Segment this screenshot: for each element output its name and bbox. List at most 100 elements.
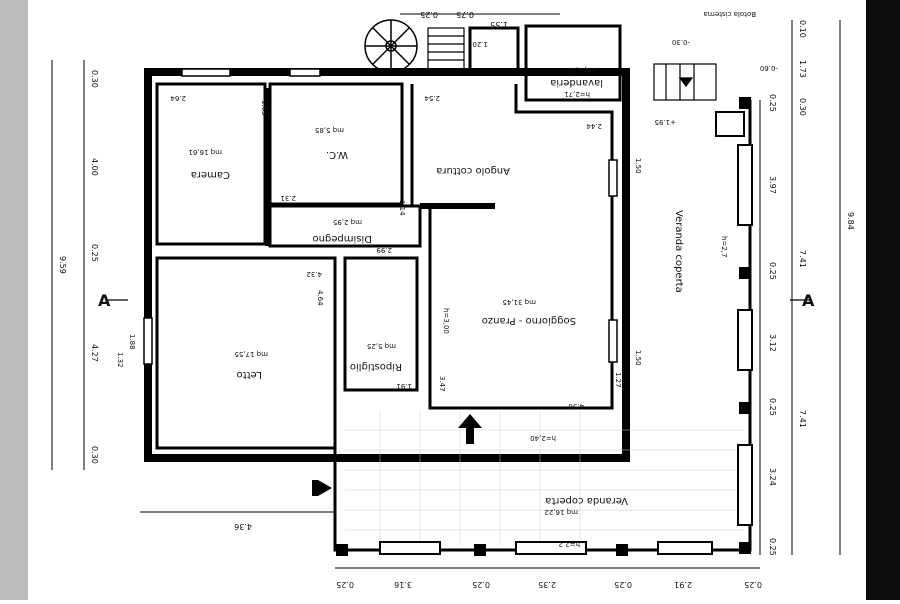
dim-right-top-2: 0.30 <box>798 98 807 116</box>
dim-right-1: 3.97 <box>768 176 777 194</box>
dim-bottom-6: 0.25 <box>744 580 762 589</box>
dim-bottom-5: 2.91 <box>674 580 692 589</box>
room-labels: Camera mq 16,61 2.64 W.C. mq 5,85 1.65 A… <box>170 66 684 516</box>
dim-level-0: -0.30 <box>672 38 690 46</box>
dim-right-6: 0.25 <box>768 538 777 556</box>
room-camera-area: mq 16,61 <box>188 148 222 156</box>
dim-bottom-0: 0.25 <box>336 580 354 589</box>
dim-top-2: 1.55 <box>490 20 508 29</box>
h-bottom-label: h=2,2 <box>559 540 580 548</box>
room-ripostiglio-dim-b: 1.91 <box>396 382 412 390</box>
dim-level-2: +1.95 <box>655 118 676 126</box>
room-disimpegno-dim-a: 2.31 <box>280 194 296 202</box>
room-letto-name: Letto <box>236 369 262 380</box>
veranda-grid <box>345 412 745 545</box>
dim-right-total-0: 7.41 <box>798 250 807 268</box>
room-camera-name: Camera <box>191 169 230 180</box>
dim-right-0: 0.25 <box>768 94 777 112</box>
dims-right: 0.25 3.97 0.25 3.12 0.25 3.24 0.25 7.41 … <box>768 20 855 556</box>
room-soggiorno-dim-a: 4.50 <box>568 402 584 410</box>
veranda-right-elements <box>715 97 753 554</box>
dim-left-4: 0.30 <box>90 446 99 464</box>
living-walls <box>410 84 614 410</box>
dims-misc: 1.50 1.50 1.88 1.32 1.27 2.44 1.20 <box>116 40 642 388</box>
room-disimpegno-name: Disimpegno <box>312 233 372 244</box>
scan-edge-left <box>0 0 28 600</box>
dim-misc-6: 1.88 <box>128 334 136 350</box>
room-lavanderia-name: lavanderia <box>550 77 603 88</box>
room-soggiorno-area: mq 31,45 <box>502 298 536 306</box>
dim-left-3: 4.27 <box>90 344 99 362</box>
dim-left-1: 4.00 <box>90 158 99 176</box>
room-wc-name: W.C. <box>326 149 348 160</box>
veranda-steps <box>653 63 717 101</box>
room-angolo-dim: 2.54 <box>424 94 440 102</box>
h-right-label: h=2,7 <box>720 236 728 257</box>
dim-misc-8: 1.27 <box>614 372 622 388</box>
dim-top-0: 0.25 <box>420 10 438 19</box>
dim-right-extra: 7.41 <box>798 410 807 428</box>
dim-bottom-4: 0.25 <box>614 580 632 589</box>
dim-right-top-0: 0.10 <box>798 20 807 38</box>
dim-bottom-left: 4.36 <box>234 522 252 531</box>
h-top-label: h=2,40 <box>530 434 556 442</box>
room-angolo-name: Angolo cottura <box>436 165 510 176</box>
room-ripostiglio-dim-a: 2.99 <box>376 246 392 254</box>
stair-straight <box>427 27 465 73</box>
room-veranda-right-name: Veranda coperta <box>673 210 684 293</box>
dim-left-0: 0.30 <box>90 70 99 88</box>
dim-misc-10: 1.20 <box>472 40 488 48</box>
letto-walls <box>155 256 337 450</box>
interior-walls <box>155 82 614 450</box>
dim-misc-7: 1.32 <box>116 352 124 368</box>
ripostiglio-walls <box>343 256 419 392</box>
dim-misc-4: 1.50 <box>634 158 642 174</box>
dim-left-2: 0.25 <box>90 244 99 262</box>
exterior-windows <box>143 68 618 365</box>
dim-left-total: 9.59 <box>58 256 67 274</box>
dim-right-total-1: 9.84 <box>846 212 855 230</box>
dim-misc-9: 2.44 <box>586 122 602 130</box>
room-letto-dim-b: 4.64 <box>316 290 324 306</box>
dim-misc-5: 1.50 <box>634 350 642 366</box>
dim-right-2: 0.25 <box>768 262 777 280</box>
room-disimpegno-area: mq 2,95 <box>333 218 362 226</box>
botola-label: Botola cisterna <box>703 10 756 18</box>
room-soggiorno-h: h=3,00 <box>442 308 450 334</box>
dim-bottom-3: 2.35 <box>538 580 556 589</box>
room-veranda-bottom-name: Veranda coperta <box>545 495 628 506</box>
room-letto-dim-a: 4.32 <box>306 270 322 278</box>
room-disimpegno-dim-b: 1.14 <box>398 200 406 216</box>
room-lavanderia-area: mq 1,85 <box>567 66 596 74</box>
room-soggiorno-dim-b: 3.47 <box>438 376 446 392</box>
stair-spiral <box>364 19 418 73</box>
room-soggiorno-name: Soggiorno - Pranzo <box>482 315 576 326</box>
room-ripostiglio-name: Ripostiglio <box>350 361 402 372</box>
dim-right-4: 0.25 <box>768 398 777 416</box>
section-label-right: A <box>802 291 815 310</box>
dim-top-1: 0.75 <box>456 10 474 19</box>
section-label-left: A <box>98 291 111 310</box>
room-wc-dim: 1.65 <box>260 100 268 116</box>
room-wc-area: mq 5,85 <box>315 126 344 134</box>
room-ripostiglio-area: mq 5,25 <box>367 342 396 350</box>
room-letto-area: mq 17,55 <box>234 350 268 358</box>
veranda-bottom-elements <box>336 541 713 556</box>
room-lavanderia-h: h=2,71 <box>564 90 590 98</box>
room-veranda-bottom-area: mq 16,22 <box>544 508 578 516</box>
dim-right-top-1: 1.73 <box>798 60 807 78</box>
dims-top: 0.25 0.75 1.55 -0.30 -0.60 +1.95 <box>420 10 778 126</box>
room-camera-dim: 2.64 <box>170 94 186 102</box>
dim-bottom-2: 0.25 <box>472 580 490 589</box>
scan-edge-right <box>866 0 900 600</box>
entry-arrows <box>312 414 482 496</box>
dims-left: 0.30 4.00 0.25 4.27 0.30 9.59 <box>58 70 99 464</box>
dim-level-1: -0.60 <box>760 64 778 72</box>
dimension-lines <box>51 13 841 569</box>
dim-bottom-1: 3.16 <box>394 580 412 589</box>
dim-right-3: 3.12 <box>768 334 777 352</box>
dims-bottom: 0.25 3.16 0.25 2.35 0.25 2.91 0.25 4.36 <box>234 522 762 589</box>
misc-labels: Botola cisterna h=2,40 h=2,2 h=2,7 <box>530 10 756 548</box>
